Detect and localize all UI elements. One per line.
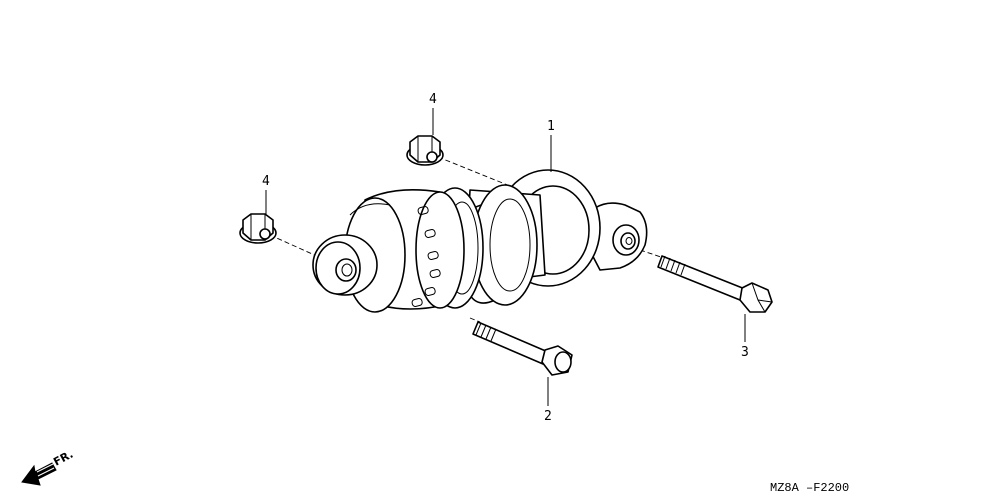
callout-4-left: 4 bbox=[262, 174, 270, 214]
callout-3: 3 bbox=[741, 314, 749, 360]
lower-bolt bbox=[472, 321, 573, 376]
fr-arrow-icon bbox=[21, 462, 57, 486]
svg-text:2: 2 bbox=[544, 409, 552, 424]
cover-slots bbox=[411, 205, 441, 307]
callout-2: 2 bbox=[544, 377, 552, 424]
callout-4-top: 4 bbox=[429, 92, 437, 135]
svg-text:4: 4 bbox=[429, 92, 437, 107]
svg-text:4: 4 bbox=[262, 174, 270, 189]
svg-text:3: 3 bbox=[741, 345, 749, 360]
flange-nut-left bbox=[239, 213, 277, 244]
shock-absorber bbox=[312, 169, 648, 313]
callout-1: 1 bbox=[547, 119, 555, 172]
flange-nut-top bbox=[406, 135, 444, 166]
svg-text:1: 1 bbox=[547, 119, 555, 134]
direction-label: FR. bbox=[51, 448, 75, 469]
upper-bolt bbox=[657, 255, 773, 313]
part-code: MZ8A –F2200 bbox=[770, 481, 849, 495]
